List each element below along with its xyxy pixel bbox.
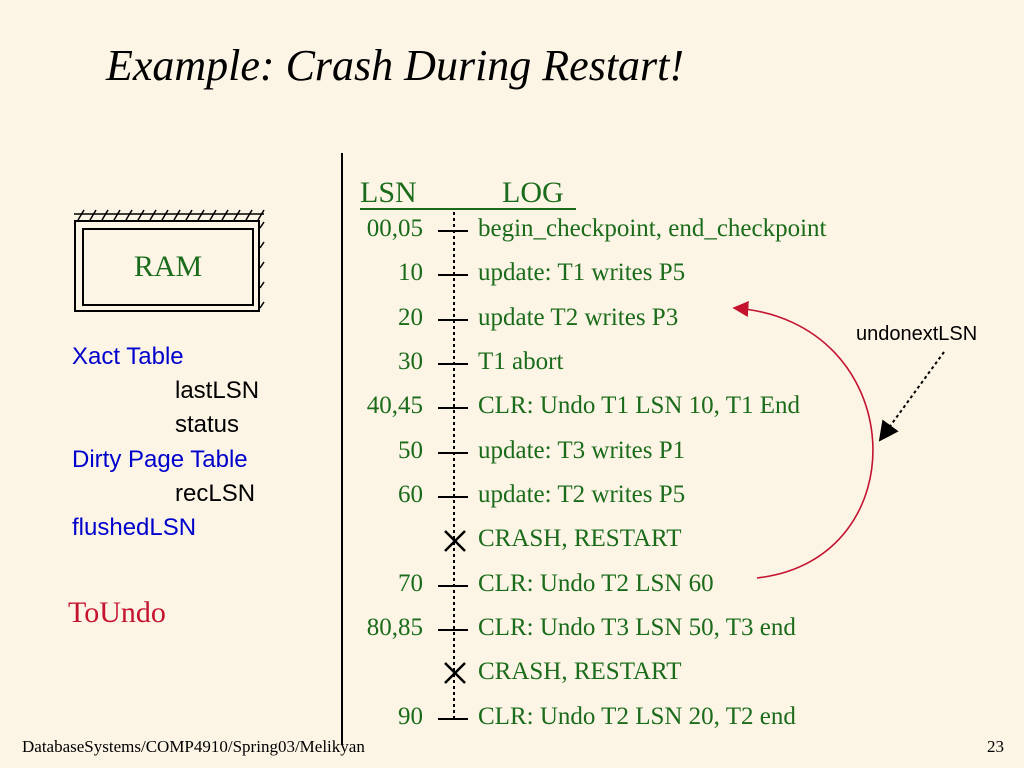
undonext-pointer-arrow [878, 351, 945, 442]
log-header-lsn: LSN [360, 176, 417, 209]
log-lsn: 70 [398, 570, 423, 597]
log-entry: update: T2 writes P5 [478, 481, 686, 508]
crash-cross-icon [444, 530, 466, 552]
ram-hatch-pattern [74, 209, 265, 309]
ram-box-outer [74, 220, 260, 312]
log-entry: CLR: Undo T1 LSN 10, T1 End [478, 392, 801, 419]
status-label: status [175, 411, 240, 438]
page-number: 23 [987, 737, 1004, 756]
log-header-underline [360, 208, 576, 210]
slide-title: Example: Crash During Restart! [106, 41, 685, 90]
log-entry: CLR: Undo T2 LSN 60 [478, 570, 714, 597]
crash-cross-icon [444, 662, 466, 684]
log-lsn: 40,45 [366, 392, 423, 419]
log-entry: CLR: Undo T2 LSN 20, T2 end [478, 703, 796, 730]
to-undo-label: ToUndo [68, 596, 166, 629]
log-entry: CLR: Undo T3 LSN 50, T3 end [478, 614, 796, 641]
rec-lsn-label: recLSN [175, 480, 256, 507]
log-lsn: 60 [398, 481, 423, 508]
ram-box: RAM [82, 228, 254, 306]
log-lsn: 20 [398, 304, 423, 331]
log-header-log: LOG [502, 176, 564, 209]
last-lsn-label: lastLSN [175, 377, 260, 404]
undonext-arrow [732, 301, 874, 579]
log-lsn: 50 [398, 437, 423, 464]
log-entry: begin_checkpoint, end_checkpoint [478, 215, 827, 242]
log-lsn: 00,05 [366, 215, 423, 242]
tick-marks [438, 230, 468, 720]
log-entry: update: T3 writes P1 [478, 437, 686, 464]
vertical-divider [341, 153, 343, 745]
log-entry: T1 abort [478, 348, 564, 375]
undonext-label: undonextLSN [856, 323, 978, 345]
log-entry-crash: CRASH, RESTART [478, 658, 682, 685]
dirty-page-table-label: Dirty Page Table [72, 446, 248, 473]
footer-source: DatabaseSystems/COMP4910/Spring03/Meliky… [22, 737, 365, 756]
log-lsn: 30 [398, 348, 423, 375]
log-lsn: 80,85 [366, 614, 423, 641]
log-lsn: 10 [398, 259, 423, 286]
flushed-lsn-label: flushedLSN [72, 514, 197, 541]
log-entry: update T2 writes P3 [478, 304, 679, 331]
log-lsn: 90 [398, 703, 423, 730]
xact-table-label: Xact Table [72, 343, 184, 370]
log-entry-crash: CRASH, RESTART [478, 525, 682, 552]
log-entry: update: T1 writes P5 [478, 259, 686, 286]
